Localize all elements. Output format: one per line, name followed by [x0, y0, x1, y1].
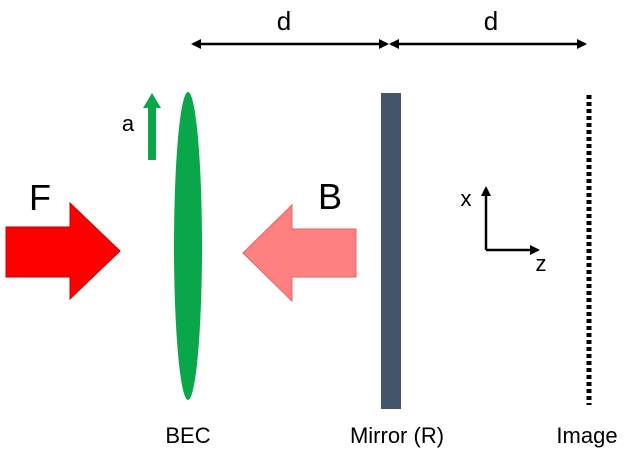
acceleration-arrow [143, 93, 161, 160]
forward-beam-arrow [5, 201, 121, 301]
mirror-label: Mirror (R) [350, 423, 444, 448]
distance-label-right: d [484, 6, 498, 36]
bec-cloud [174, 92, 202, 400]
bec-label: BEC [165, 423, 210, 448]
image-label: Image [556, 423, 617, 448]
backward-beam-arrow [242, 203, 357, 303]
acceleration-label: a [122, 111, 135, 136]
mirror [381, 93, 401, 409]
backward-beam-label: B [318, 176, 342, 217]
x-axis-label: x [461, 186, 472, 211]
distance-label-left: d [277, 6, 291, 36]
z-axis-label: z [536, 251, 547, 276]
forward-beam-label: F [29, 177, 51, 218]
